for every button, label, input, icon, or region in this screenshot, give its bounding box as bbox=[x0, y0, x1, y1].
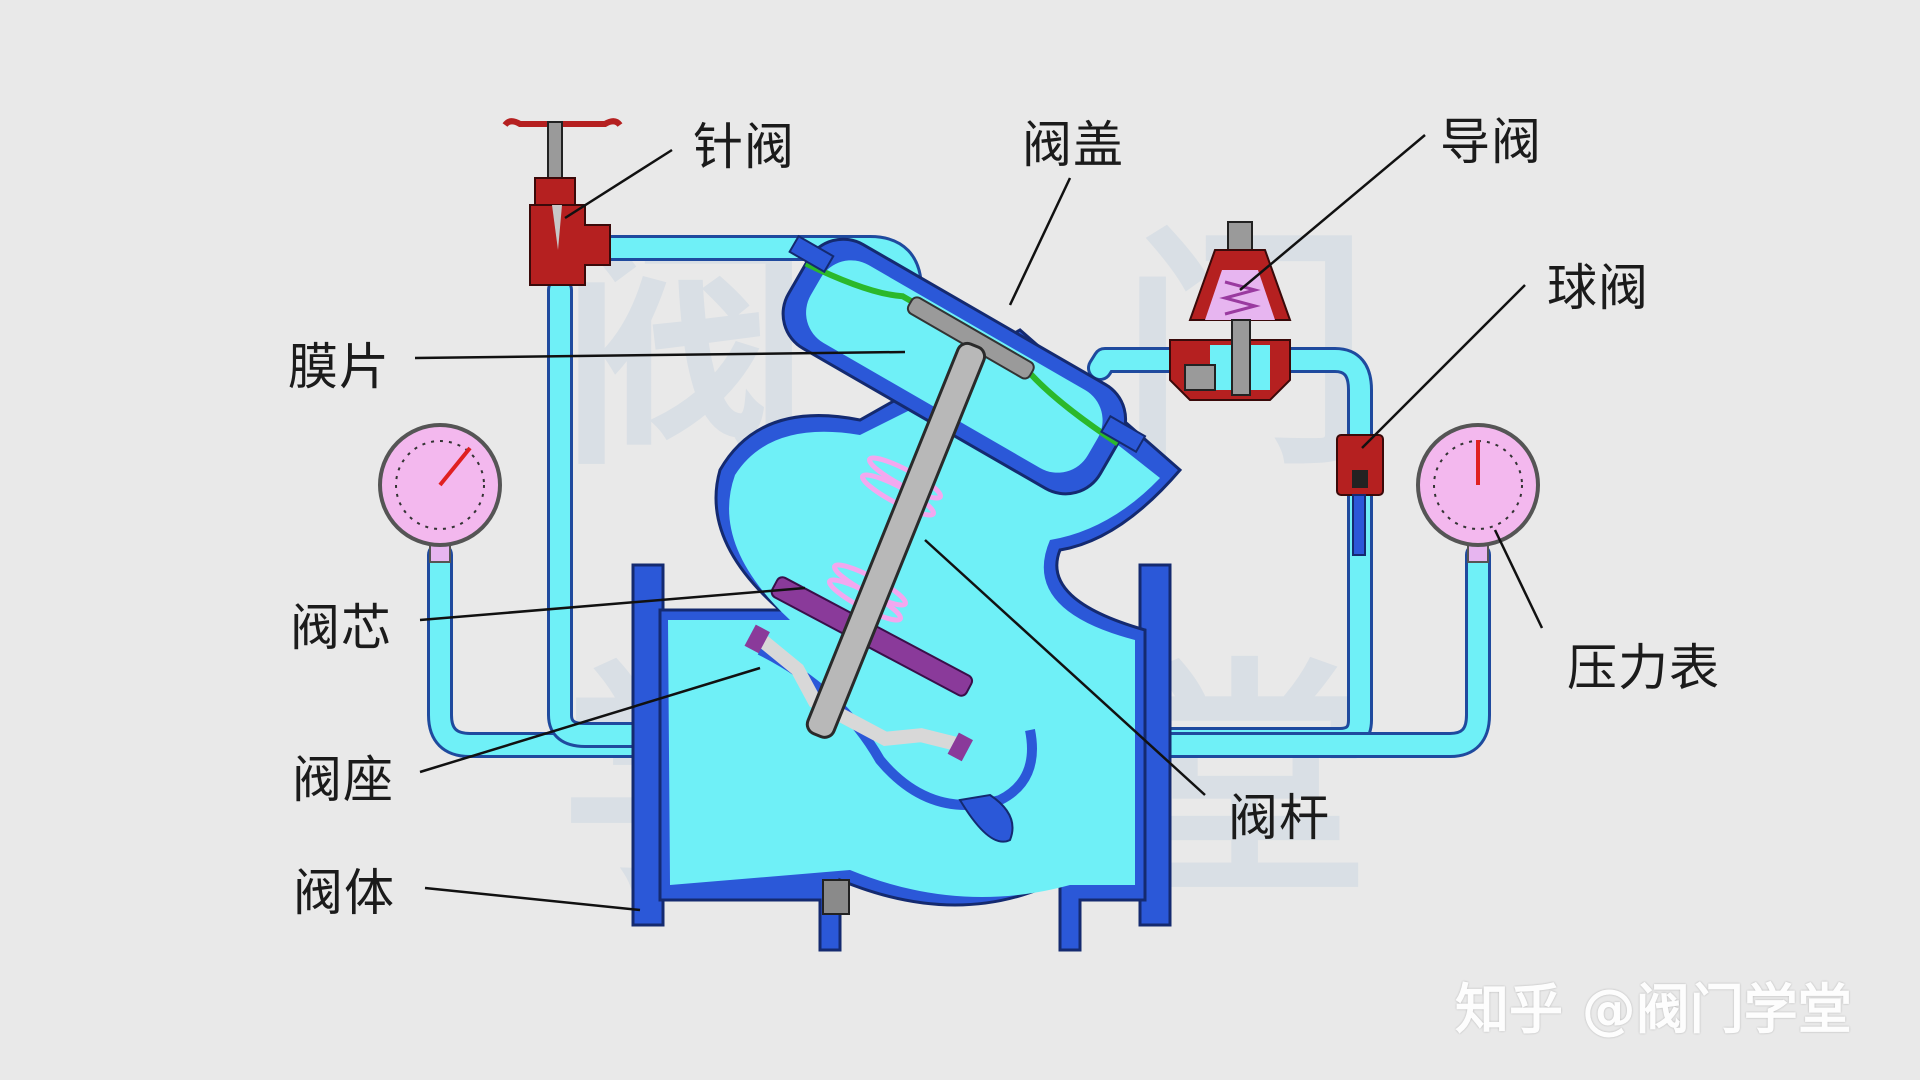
zhihu-watermark: 知乎 @阀门学堂 bbox=[1455, 978, 1852, 1041]
label-needle-valve: 针阀 bbox=[693, 118, 795, 176]
label-pressure-gauge: 压力表 bbox=[1567, 639, 1720, 697]
label-diaphragm: 膜片 bbox=[288, 338, 390, 396]
label-valve-core: 阀芯 bbox=[290, 599, 392, 657]
label-valve-body: 阀体 bbox=[293, 864, 395, 922]
label-valve-stem: 阀杆 bbox=[1228, 789, 1330, 847]
needle-valve-graphic bbox=[502, 118, 623, 286]
label-valve-seat: 阀座 bbox=[292, 751, 394, 809]
label-pilot-valve: 导阀 bbox=[1440, 113, 1542, 171]
leader-lines bbox=[414, 134, 1544, 912]
left-gauge-graphic bbox=[378, 423, 502, 563]
right-gauge-graphic bbox=[1416, 423, 1540, 563]
pilot-valve-graphic bbox=[1169, 221, 1292, 401]
label-bonnet: 阀盖 bbox=[1022, 116, 1124, 174]
label-ball-valve: 球阀 bbox=[1547, 259, 1649, 317]
valve-body bbox=[631, 234, 1183, 952]
control-tubing bbox=[427, 235, 1491, 758]
ball-valve-graphic bbox=[1336, 434, 1384, 556]
